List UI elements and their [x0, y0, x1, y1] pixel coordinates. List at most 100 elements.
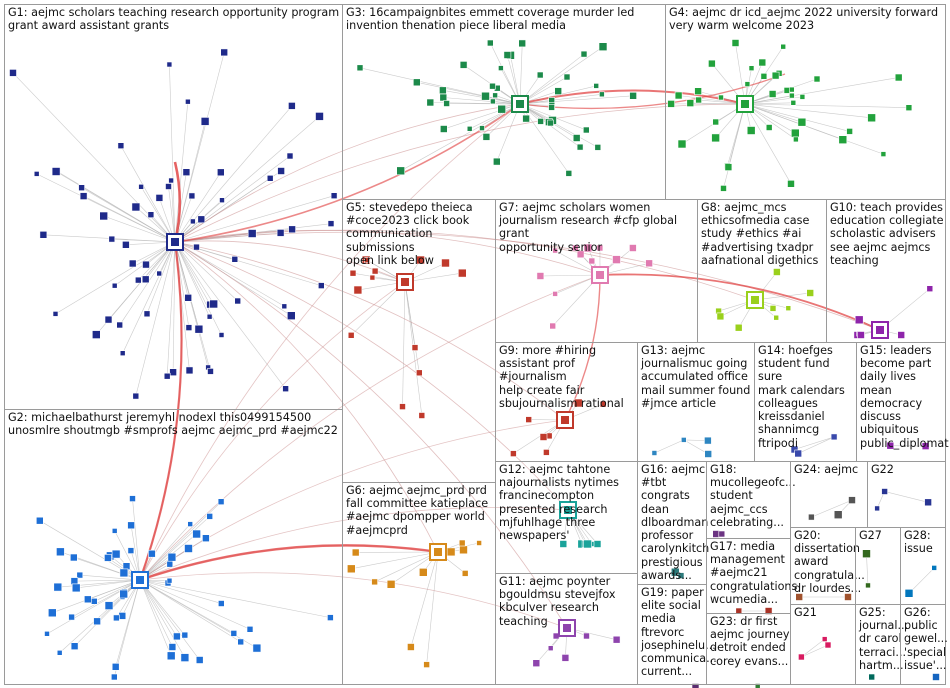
group-label-g12: G12: aejmc tahtone najournalists nytimes… — [499, 463, 619, 543]
node-g6-7 — [446, 547, 456, 557]
node-g4-17 — [905, 104, 913, 111]
group-panel-g12: G12: aejmc tahtone najournalists nytimes… — [495, 461, 638, 574]
group-label-g6: G6: aejmc aejmc_prd prd fall committee k… — [346, 484, 489, 537]
node-g2-26 — [167, 552, 177, 562]
node-g3-28 — [576, 143, 584, 151]
group-panel-g20: G20: dissertation award congratula... dr… — [790, 527, 865, 605]
group-panel-g15: G15: leaders become part daily lives mea… — [856, 342, 949, 462]
edge-g2-4 — [79, 574, 141, 581]
group-panel-g26: G26: public gewel... 'special issue'... — [900, 604, 948, 685]
node-g7-5 — [572, 244, 579, 252]
node-g25-0 — [868, 673, 876, 681]
node-g1-35 — [277, 167, 285, 175]
edge-g24-1 — [811, 499, 853, 518]
edge-g4-17 — [744, 103, 909, 108]
node-g1-18 — [165, 183, 172, 190]
node-g3-7 — [554, 87, 563, 95]
node-g3-24 — [598, 42, 608, 52]
edge-g3-24 — [519, 46, 604, 105]
group-label-g22: G22 — [871, 463, 894, 476]
node-g2-44 — [187, 521, 193, 527]
node-g8-0 — [773, 314, 780, 321]
node-g1-63 — [185, 366, 194, 375]
node-g2-33 — [119, 589, 128, 599]
node-g3-13 — [356, 64, 364, 72]
edge-g3-37 — [519, 103, 598, 148]
group-label-g7: G7: aejmc scholars women journalism rese… — [499, 201, 678, 254]
node-g9-4 — [510, 450, 517, 457]
node-g1-53 — [138, 184, 144, 190]
group-panel-g7: G7: aejmc scholars women journalism rese… — [495, 199, 698, 343]
node-g6-0 — [371, 578, 378, 586]
node-g12-3 — [559, 540, 568, 548]
node-g11-5 — [583, 632, 590, 640]
edge-g4-39 — [744, 103, 850, 132]
node-g2-32 — [327, 614, 334, 621]
inter-edge-g1-g9 — [174, 241, 566, 421]
edge-g2-54 — [139, 579, 173, 648]
node-g2-21 — [70, 642, 79, 651]
node-g7-10 — [552, 247, 558, 254]
edge-g1-54 — [169, 64, 176, 243]
node-g4-13 — [765, 124, 773, 131]
node-g7-7 — [645, 259, 653, 268]
edge-g5-13 — [404, 281, 416, 348]
node-g3-23 — [479, 125, 485, 131]
node-g2-13 — [206, 513, 213, 520]
edge-g2-3 — [139, 579, 186, 658]
node-g1-46 — [220, 48, 228, 57]
node-g4-35 — [789, 92, 795, 99]
node-g3-27 — [439, 125, 448, 133]
node-g2-4 — [76, 571, 84, 579]
node-g3-16 — [481, 91, 490, 101]
edge-g1-30 — [174, 195, 335, 243]
node-g2-46 — [166, 651, 176, 661]
edge-g14-1 — [794, 436, 835, 450]
edge-g1-12 — [166, 241, 176, 377]
node-g2-39 — [173, 632, 181, 641]
node-g11-0 — [532, 659, 541, 668]
edge-g1-56 — [36, 173, 176, 243]
group-label-g11: G11: aejmc poynter bgouldmsu stevejfox k… — [499, 575, 616, 628]
node-g1-12 — [163, 372, 171, 380]
edge-g1-43 — [135, 241, 176, 397]
edge-g2-45 — [139, 579, 241, 643]
node-g4-38 — [894, 73, 903, 82]
node-g1-31 — [135, 276, 142, 284]
group-panel-g18: G18: mucollegeofc... student aejmc_ccs c… — [706, 461, 796, 539]
node-g7-4 — [576, 250, 585, 259]
group-panel-g11: G11: aejmc poynter bgouldmsu stevejfox k… — [495, 573, 638, 685]
group-panel-g9: G9: more #hiring assistant prof #journal… — [495, 342, 638, 462]
edge-g27-1 — [866, 553, 869, 586]
node-g4-23 — [711, 133, 720, 143]
node-g4-34 — [838, 135, 848, 144]
node-g22-0 — [881, 488, 888, 495]
group-panel-g2: G2: michaelbathurst jeremyhl nodexl this… — [4, 409, 343, 685]
edge-g2-21 — [74, 579, 141, 647]
edge-g13-1 — [654, 439, 684, 454]
node-g27-1 — [865, 582, 871, 589]
group-panel-g24: G24: aejmc — [790, 461, 868, 528]
node-g4-11 — [694, 87, 702, 95]
group-panel-g28: G28: issue — [900, 527, 946, 605]
edge-g2-37 — [71, 579, 141, 618]
node-g5-1 — [415, 369, 423, 377]
node-g3-40 — [599, 91, 605, 98]
node-g2-25 — [56, 547, 65, 557]
node-g5-3 — [416, 255, 425, 265]
node-g11-2 — [561, 654, 570, 662]
node-g1-17 — [206, 313, 213, 320]
node-g3-31 — [492, 92, 498, 99]
node-g6-8 — [386, 579, 396, 589]
strong-edge-g7-g9 — [564, 274, 601, 421]
group-panel-g14: G14: hoefges student fund sure mark cale… — [754, 342, 857, 462]
edge-g1-17 — [174, 241, 210, 317]
node-g24-2 — [833, 510, 843, 520]
node-g1-1 — [78, 184, 85, 191]
node-g1-34 — [104, 315, 113, 324]
node-g1-49 — [117, 142, 125, 149]
edge-g6-1 — [351, 551, 439, 570]
node-g1-67 — [155, 194, 164, 202]
node-g7-9 — [552, 291, 558, 297]
node-g1-29 — [116, 321, 123, 329]
